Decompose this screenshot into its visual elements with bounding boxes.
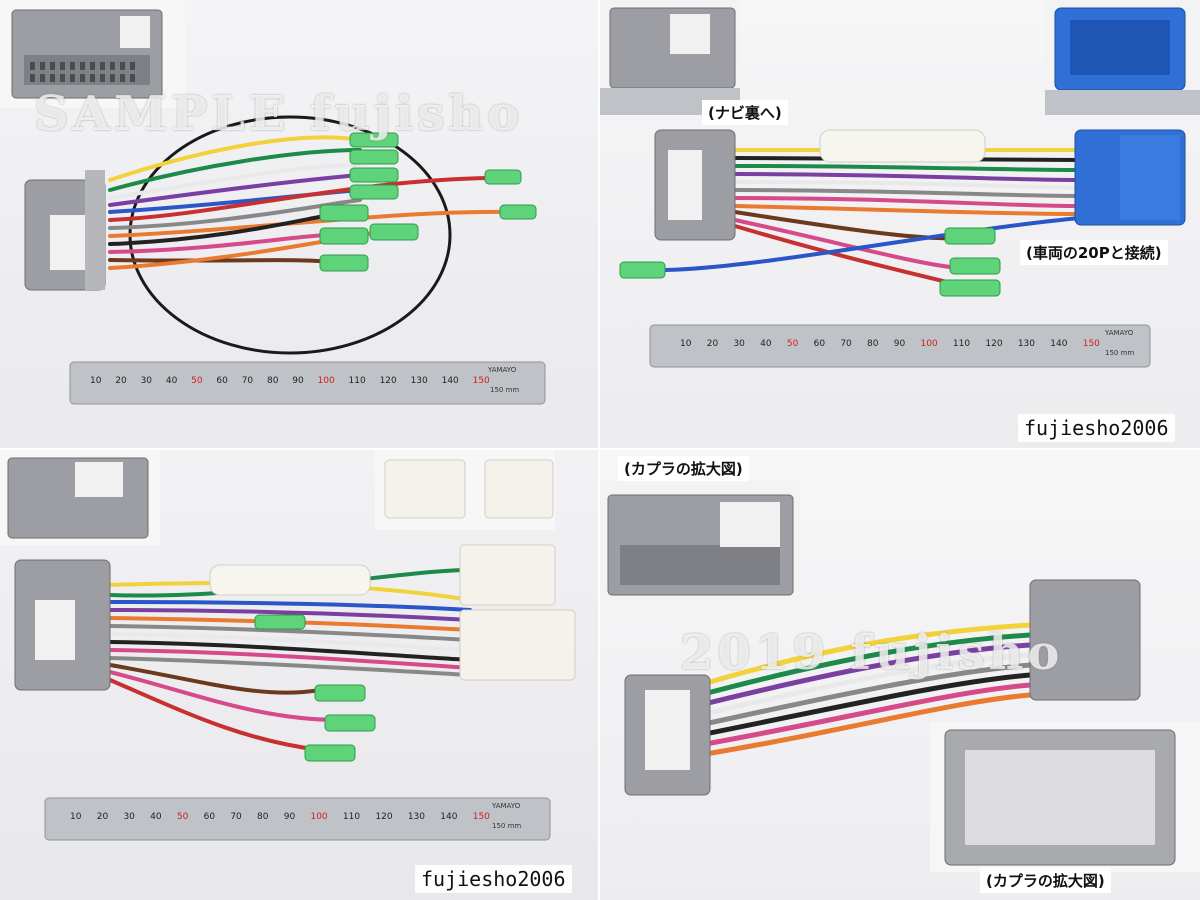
- label-to-navi: (ナビ裏へ): [702, 100, 788, 125]
- ruler-tick: 50: [786, 339, 799, 349]
- ruler-tick: 90: [292, 376, 304, 386]
- inset-white-connectors-photo: [375, 450, 555, 530]
- ruler-tick: 120: [379, 376, 397, 386]
- ruler-tick: 100: [310, 812, 328, 822]
- ruler-tick: 40: [165, 376, 178, 386]
- panel-bottom-left: 10 20 30 40 50 60 70 80 90 100 110 120 1…: [0, 450, 598, 900]
- ruler-tick: 150: [472, 376, 490, 386]
- ruler-tick: 40: [150, 812, 162, 822]
- credit-text: fujiesho2006: [1018, 414, 1175, 442]
- ruler-tick: 120: [375, 812, 393, 822]
- ruler-tick: 130: [407, 812, 426, 822]
- ruler-tick: 150: [472, 812, 490, 822]
- inset-blue-connector-photo: [1045, 0, 1200, 115]
- ruler-tick: 10: [90, 376, 102, 386]
- inset-connector-opening-photo: [930, 722, 1200, 872]
- ruler-tick: 150: [1082, 339, 1100, 349]
- ruler-tick: 60: [203, 812, 216, 822]
- label-coupler-zoom-bottom: (カプラの拡大図): [980, 868, 1111, 893]
- ruler-tick: 100: [920, 339, 938, 349]
- ruler-tick: 20: [706, 339, 719, 349]
- panel-bottom-right: 2019 fujisho (カプラの拡大図) (カプラの拡大図): [600, 450, 1200, 900]
- harness-photo-1: [0, 0, 546, 405]
- ruler-tick: 100: [317, 376, 335, 386]
- inset-gray-connector-photo: [600, 0, 740, 115]
- ruler-tick: 140: [440, 812, 458, 822]
- harness-photo-2: [600, 0, 1200, 368]
- ruler-tick: 90: [893, 339, 906, 349]
- ruler-tick: 30: [140, 376, 153, 386]
- ruler-tick: 130: [1017, 339, 1036, 349]
- ruler-unit: 150 mm: [490, 386, 520, 394]
- ruler-tick: 30: [123, 812, 135, 822]
- ruler-tick: 140: [441, 376, 459, 386]
- ruler-tick: 50: [191, 376, 203, 386]
- ruler-brand: YAMAYO: [1105, 329, 1134, 337]
- watermark-text: SAMPLE fujisho: [34, 86, 524, 142]
- ruler-tick: 80: [867, 339, 879, 349]
- ruler-tick: 140: [1050, 339, 1068, 349]
- ruler-tick: 30: [733, 339, 745, 349]
- ruler-tick: 60: [813, 339, 826, 349]
- ruler-tick: 20: [115, 376, 127, 386]
- ruler-tick: 80: [266, 376, 279, 386]
- ruler-unit: 150 mm: [492, 822, 522, 830]
- ruler-ticks: 10 20 30 40 50 60 70 80 90 100 110 120 1…: [70, 812, 490, 822]
- inset-zoom-connector-photo: [600, 480, 800, 600]
- ruler-tick: 40: [760, 339, 772, 349]
- ruler-tick: 60: [216, 376, 228, 386]
- watermark-text: 2019 fujisho: [680, 625, 1064, 681]
- ruler-brand: YAMAYO: [488, 366, 517, 374]
- ruler-tick: 70: [241, 376, 254, 386]
- ruler-tick: 110: [342, 812, 361, 822]
- ruler-brand: YAMAYO: [492, 802, 521, 810]
- panel-top-left: SAMPLE fujisho 10 20 30 40 50 60 70 80 9…: [0, 0, 598, 448]
- label-coupler-zoom-top: (カプラの拡大図): [618, 456, 749, 481]
- ruler-ticks: 10 20 30 40 50 60 70 80 90 100 110 120 1…: [680, 339, 1100, 349]
- ruler-tick: 110: [348, 376, 366, 386]
- ruler-ticks: 10 20 30 40 50 60 70 80 90 100 110 120 1…: [90, 376, 490, 386]
- panel-top-right: 10 20 30 40 50 60 70 80 90 100 110 120 1…: [600, 0, 1200, 448]
- ruler-tick: 110: [952, 339, 971, 349]
- label-vehicle-20p: (車両の20Pと接続): [1020, 240, 1168, 265]
- ruler-tick: 20: [96, 812, 109, 822]
- ruler-tick: 90: [283, 812, 296, 822]
- ruler-tick: 120: [985, 339, 1003, 349]
- inset-gray-connector-photo: [0, 450, 160, 545]
- harness-photo-4: [600, 480, 1200, 872]
- ruler-unit: 150 mm: [1105, 349, 1135, 357]
- ruler-tick: 70: [230, 812, 242, 822]
- ruler-tick: 50: [176, 812, 189, 822]
- ruler-tick: 130: [410, 376, 428, 386]
- ruler-tick: 80: [257, 812, 269, 822]
- ruler-tick: 10: [680, 339, 692, 349]
- inset-connector-photo: [0, 0, 185, 108]
- ruler: [69, 361, 546, 405]
- ruler-tick: 70: [840, 339, 852, 349]
- credit-text: fujiesho2006: [415, 865, 572, 893]
- ruler-tick: 10: [70, 812, 82, 822]
- harness-photo-3: [0, 450, 576, 841]
